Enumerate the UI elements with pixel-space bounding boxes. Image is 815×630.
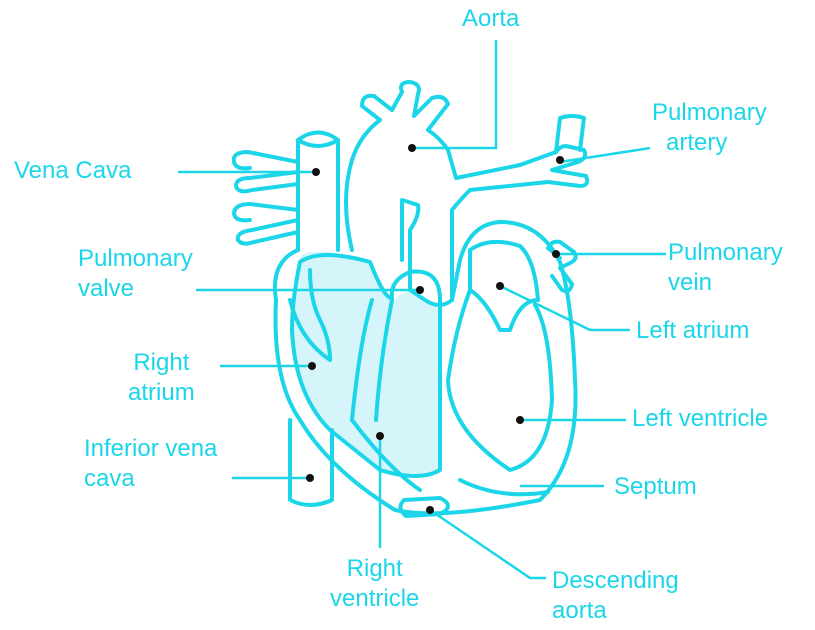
label-right-atrium-line2: atrium xyxy=(128,378,195,408)
label-pulmonary-valve-line1: Pulmonary xyxy=(78,244,193,274)
left-ventricle-wall xyxy=(448,290,552,470)
label-right-ventricle: Right ventricle xyxy=(330,554,419,614)
label-left-atrium: Left atrium xyxy=(636,316,749,346)
vena-cava-shape xyxy=(298,133,338,251)
label-pulmonary-vein-line1: Pulmonary xyxy=(668,238,783,268)
left-atrium-wall xyxy=(470,242,538,330)
label-descending-aorta-line2: aorta xyxy=(552,596,679,626)
label-right-ventricle-line2: ventricle xyxy=(330,584,419,614)
vena-cava-branches xyxy=(234,152,298,244)
label-right-atrium: Right atrium xyxy=(128,348,195,408)
label-pulmonary-artery-line2: artery xyxy=(666,128,767,158)
label-pulmonary-vein-line2: vein xyxy=(668,268,783,298)
label-left-ventricle: Left ventricle xyxy=(632,404,768,434)
aorta-shape xyxy=(346,82,587,305)
label-pulmonary-artery: Pulmonary artery xyxy=(652,98,767,158)
label-inferior-vena-cava-line1: Inferior vena xyxy=(84,434,217,464)
label-pulmonary-valve: Pulmonary valve xyxy=(78,244,193,304)
label-vena-cava: Vena Cava xyxy=(14,156,131,186)
label-aorta: Aorta xyxy=(462,4,519,34)
label-right-atrium-line1: Right xyxy=(128,348,195,378)
label-septum: Septum xyxy=(614,472,697,502)
label-pulmonary-vein: Pulmonary vein xyxy=(668,238,783,298)
label-descending-aorta: Descending aorta xyxy=(552,566,679,626)
inferior-vena-cava-shape xyxy=(290,420,332,505)
label-pulmonary-valve-line2: valve xyxy=(78,274,193,304)
label-inferior-vena-cava: Inferior vena cava xyxy=(84,434,217,494)
pulmonary-vein-shape xyxy=(548,242,576,292)
label-pulmonary-artery-line1: Pulmonary xyxy=(652,98,767,128)
label-inferior-vena-cava-line2: cava xyxy=(84,464,217,494)
label-right-ventricle-line1: Right xyxy=(330,554,419,584)
label-descending-aorta-line1: Descending xyxy=(552,566,679,596)
